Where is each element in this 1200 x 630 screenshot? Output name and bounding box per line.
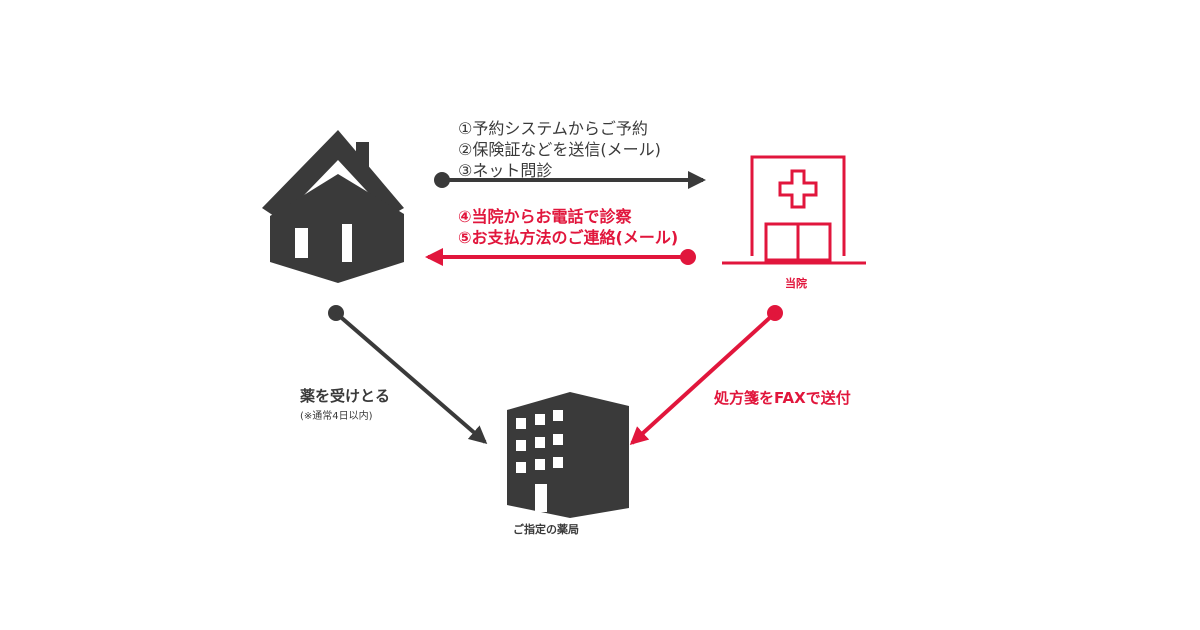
- fax-prescription-label: 処方箋をFAXで送付: [714, 389, 851, 407]
- clinic-caption: 当院: [785, 277, 807, 290]
- arrow-clinic-to-home: [425, 248, 696, 266]
- step-1-label: ①予約システムからご予約: [458, 119, 648, 138]
- step-5-label: ⑤お支払方法のご連絡(メール): [458, 228, 679, 247]
- step-3-label: ③ネット問診: [458, 161, 553, 180]
- clinic-to-home-steps: ④当院からお電話で診察 ⑤お支払方法のご連絡(メール): [458, 206, 678, 248]
- receive-medicine-note: (※通常4日以内): [300, 411, 373, 422]
- arrow-clinic-to-pharmacy: [629, 305, 783, 446]
- arrow-home-to-pharmacy: [328, 305, 488, 444]
- receive-medicine-label: 薬を受けとる: [300, 387, 391, 405]
- hospital-icon: [722, 155, 866, 265]
- building-icon: [507, 392, 629, 518]
- pharmacy-caption: ご指定の薬局: [513, 523, 579, 536]
- step-2-label: ②保険証などを送信(メール): [458, 140, 661, 159]
- house-icon: [262, 130, 404, 283]
- step-4-label: ④当院からお電話で診察: [458, 207, 632, 226]
- home-to-clinic-steps: ①予約システムからご予約 ②保険証などを送信(メール) ③ネット問診: [458, 118, 661, 181]
- arrow-home-to-clinic: [434, 171, 706, 189]
